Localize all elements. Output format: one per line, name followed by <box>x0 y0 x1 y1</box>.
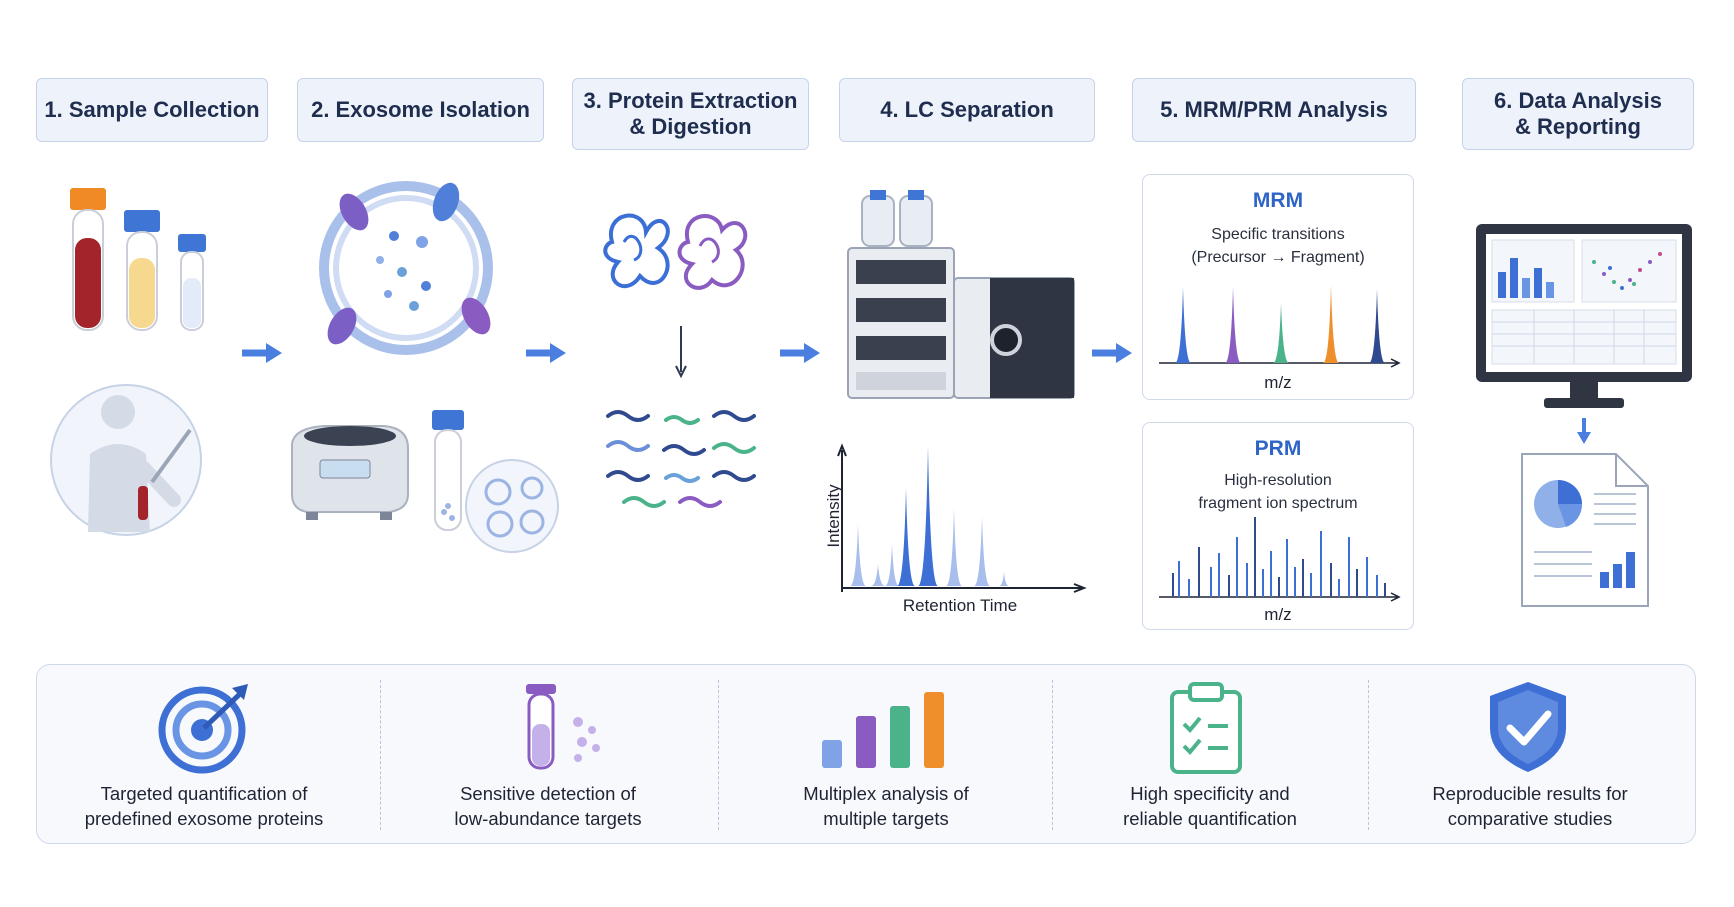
mrm-peak <box>1323 285 1339 363</box>
benefit-divider-2 <box>718 680 719 830</box>
monitor-icon <box>1476 224 1692 408</box>
arrow-1-icon <box>242 343 282 363</box>
lc-peak <box>918 446 938 586</box>
step-4-label: 4. LC Separation <box>880 96 1054 122</box>
prm-panel: PRM High-resolution fragment ion spectru… <box>1142 422 1414 630</box>
step-6-label: 6. Data Analysis & Reporting <box>1494 87 1662 139</box>
step-3-box: 3. Protein Extraction & Digestion <box>572 78 809 150</box>
step-2-label: 2. Exosome Isolation <box>311 96 530 122</box>
mrm-peak <box>1369 289 1385 363</box>
digestion-arrow-icon <box>675 326 687 379</box>
benefit-3-text: Multiplex analysis of multiple targets <box>803 783 969 829</box>
test-tube-icon <box>526 684 600 770</box>
benefit-1-text: Targeted quantification of predefined ex… <box>84 783 324 829</box>
lc-peaks <box>850 446 1009 586</box>
peptides-icon <box>606 410 756 508</box>
mrm-x-label: m/z <box>1264 373 1292 392</box>
lc-axes <box>837 443 1087 593</box>
bar-icon-bar <box>890 706 910 768</box>
step-5-label: 5. MRM/PRM Analysis <box>1160 96 1388 122</box>
mrm-subtitle: Specific transitions (Precursor → Fragme… <box>1191 226 1365 267</box>
lc-x-label: Retention Time <box>902 596 1018 615</box>
step-3-label: 3. Protein Extraction & Digestion <box>583 87 798 139</box>
protein-structure-icon <box>603 213 748 290</box>
lc-peak <box>946 508 962 586</box>
exosome-vesicle-icon <box>319 181 493 355</box>
step-1-label: 1. Sample Collection <box>44 96 260 122</box>
step-5-box: 5. MRM/PRM Analysis <box>1132 78 1416 142</box>
lc-peak <box>885 544 899 586</box>
bar-chart-icon <box>822 692 944 768</box>
arrow-3-icon <box>780 343 820 363</box>
mrm-panel: MRM Specific transitions (Precursor → Fr… <box>1142 174 1414 400</box>
arrow-4-icon <box>1092 343 1132 363</box>
report-document-icon <box>1521 453 1649 607</box>
step-6-box: 6. Data Analysis & Reporting <box>1462 78 1694 150</box>
mrm-peak <box>1175 287 1191 363</box>
mrm-spectrum <box>1159 285 1401 368</box>
prm-title: PRM <box>1254 437 1302 460</box>
step-1-box: 1. Sample Collection <box>36 78 268 142</box>
benefit-5-text: Reproducible results for comparative stu… <box>1432 783 1628 829</box>
blood-draw-icon <box>50 384 202 536</box>
clipboard-check-icon <box>1170 682 1242 774</box>
lc-instrument-icon <box>847 190 1075 399</box>
arrow-2-icon <box>526 343 566 363</box>
prm-x-label: m/z <box>1264 605 1292 624</box>
lc-peak <box>974 516 990 586</box>
mrm-peak <box>1273 303 1289 363</box>
lc-peak <box>850 524 866 586</box>
isolation-tube-icon <box>432 410 464 531</box>
mrm-peak <box>1225 287 1241 363</box>
bar-icon-bar <box>924 692 944 768</box>
sample-tubes-icon <box>70 188 206 331</box>
lc-peak <box>999 572 1009 586</box>
benefit-divider-3 <box>1052 680 1053 830</box>
prm-subtitle: High-resolution fragment ion spectrum <box>1198 472 1358 513</box>
lc-peak <box>871 564 885 586</box>
down-arrow-icon <box>1577 418 1591 444</box>
benefit-divider-4 <box>1368 680 1369 830</box>
lc-peak <box>897 488 915 586</box>
benefit-2-text: Sensitive detection of low-abundance tar… <box>454 783 642 829</box>
centrifuge-icon <box>291 425 409 520</box>
benefit-divider-1 <box>380 680 381 830</box>
bar-icon-bar <box>856 716 876 768</box>
step-2-box: 2. Exosome Isolation <box>297 78 544 142</box>
mrm-title: MRM <box>1252 189 1304 212</box>
bar-icon-bar <box>822 740 842 768</box>
prm-spectrum <box>1159 517 1401 602</box>
step-4-box: 4. LC Separation <box>839 78 1095 142</box>
benefit-4-text: High specificity and reliable quantifica… <box>1123 783 1297 829</box>
lc-y-label: Intensity <box>824 484 843 548</box>
exosome-zoom-icon <box>465 459 559 553</box>
target-icon <box>158 684 248 774</box>
shield-check-icon <box>1490 682 1566 772</box>
